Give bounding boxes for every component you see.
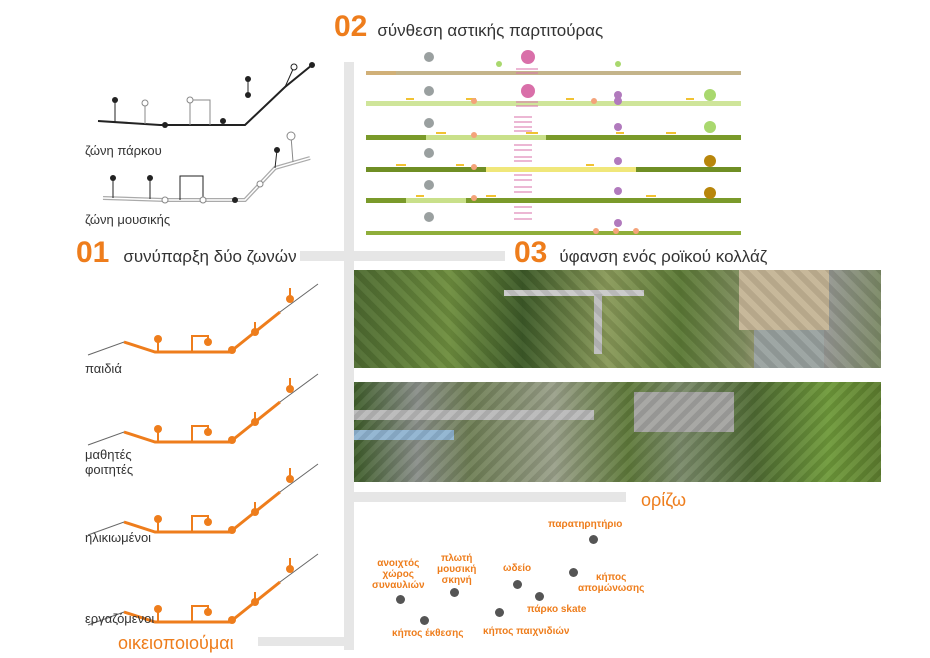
vertical-divider bbox=[344, 62, 354, 650]
section01-heading: 01 συνύπαρξη δύο ζωνών bbox=[76, 238, 297, 268]
place-label-conservatory: ωδείο bbox=[503, 563, 532, 574]
place-label-exhibition-garden: κήπος έκθεσης bbox=[392, 628, 464, 639]
place-label-observatory: παρατηρητήριο bbox=[548, 519, 623, 530]
divider-appropriate bbox=[258, 637, 344, 646]
section03-heading: 03 ύφανση ενός ροϊκού κολλάζ bbox=[514, 238, 767, 268]
section03-number: 03 bbox=[514, 236, 548, 269]
place-label-isolation-garden: κήπος απομώνωσης bbox=[578, 572, 645, 594]
zone-music-label: ζώνη μουσικής bbox=[85, 212, 171, 227]
place-label-playground-garden: κήπος παιχνιδιών bbox=[483, 626, 570, 637]
place-dot-exhibition-garden bbox=[420, 616, 429, 625]
place-dot-floating-stage bbox=[450, 588, 459, 597]
collage-strip-1 bbox=[354, 270, 881, 368]
place-dot-isolation-garden bbox=[569, 568, 578, 577]
place-label-skate-park: πάρκο skate bbox=[527, 604, 587, 615]
zone-park-diagram bbox=[97, 62, 315, 128]
define-word: ορίζω bbox=[641, 490, 687, 510]
page-title: 02 σύνθεση αστικής παρτιτούρας bbox=[334, 12, 603, 42]
section01-text: συνύπαρξη δύο ζωνών bbox=[123, 247, 297, 266]
section01-number: 01 bbox=[76, 236, 110, 269]
place-dot-observatory bbox=[589, 535, 598, 544]
urban-score bbox=[366, 50, 741, 235]
title-number: 02 bbox=[334, 10, 368, 43]
user-group-elderly: ηλικιωμένοι bbox=[85, 530, 152, 545]
place-label-concert-space: ανοιχτός χώρος συναυλιών bbox=[372, 558, 425, 591]
place-label-floating-stage: πλωτή μουσική σκηνή bbox=[437, 553, 477, 586]
collage-strip-2 bbox=[354, 382, 881, 482]
appropriate-word: οικειοποιούμαι bbox=[118, 633, 234, 653]
place-dot-skate-park bbox=[535, 592, 544, 601]
divider-section01 bbox=[300, 251, 505, 261]
zone-music-diagram bbox=[102, 131, 311, 204]
divider-define bbox=[354, 492, 626, 502]
title-text: σύνθεση αστικής παρτιτούρας bbox=[377, 21, 604, 40]
zone-park-label: ζώνη πάρκου bbox=[85, 143, 162, 158]
place-dot-conservatory bbox=[513, 580, 522, 589]
user-group-children: παιδιά bbox=[85, 361, 122, 376]
place-dot-concert-space bbox=[396, 595, 405, 604]
user-group-diagrams bbox=[86, 283, 320, 627]
user-group-workers: εργαζόμενοι bbox=[85, 611, 155, 626]
section03-text: ύφανση ενός ροϊκού κολλάζ bbox=[559, 247, 768, 266]
place-dot-playground-garden bbox=[495, 608, 504, 617]
user-group-students: μαθητές φοιτητές bbox=[85, 447, 134, 477]
